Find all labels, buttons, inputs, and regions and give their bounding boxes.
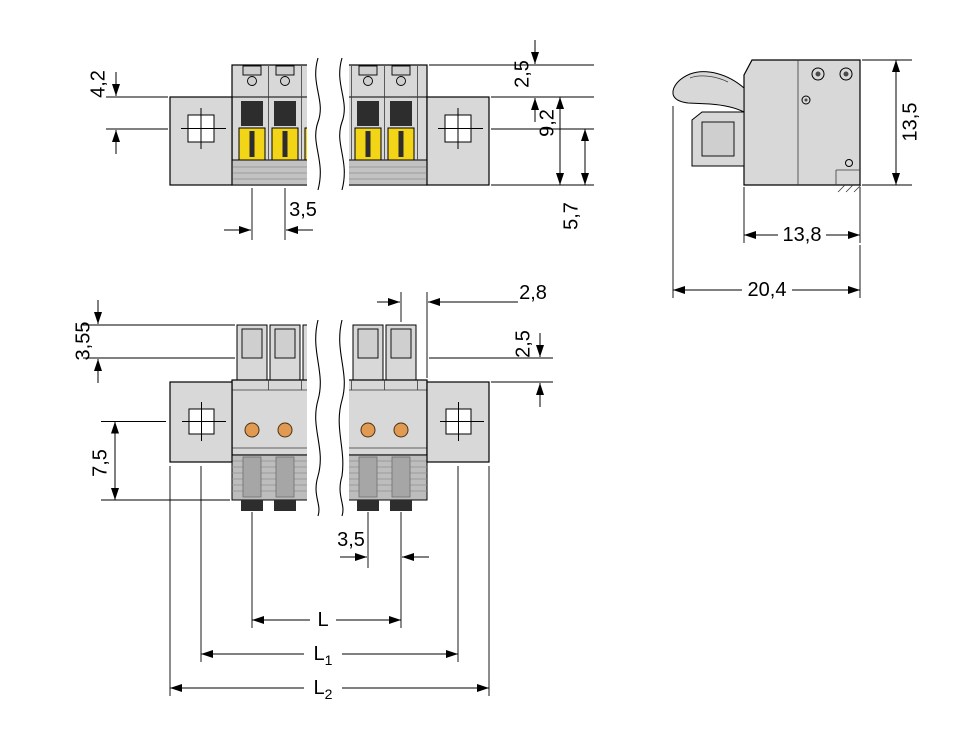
mounting-flange-left	[169, 381, 233, 463]
mounting-flange-right	[426, 96, 490, 186]
lower-jaw	[691, 111, 745, 167]
mounting-flange-left	[169, 96, 233, 186]
dim-3-5-bottom: 3,5	[337, 529, 365, 551]
side-view-dimensions: 13,5 13,8 20,4	[672, 59, 921, 301]
dim-2-5-bottom: 2,5	[512, 330, 534, 358]
dim-5-7: 5,7	[560, 202, 582, 230]
front-view-dimensions: 4,2 2,5 9,2 5,7 3,5	[87, 40, 594, 240]
pole	[271, 65, 299, 161]
contact-dot	[393, 422, 409, 438]
break-symbol	[307, 319, 349, 517]
side-view	[672, 59, 862, 193]
dim-2-8: 2,8	[519, 282, 547, 304]
pole	[387, 65, 415, 161]
front-view	[169, 57, 490, 191]
bottom-view	[169, 319, 490, 517]
dim-L: L	[317, 609, 328, 631]
dim-L1: L1	[314, 643, 333, 668]
contact-dot	[360, 422, 376, 438]
contact-dot	[244, 422, 260, 438]
dim-3-5-front: 3,5	[289, 199, 317, 221]
pole	[238, 65, 266, 161]
dim-4-2: 4,2	[87, 70, 109, 98]
dim-3-55: 3,55	[72, 322, 94, 361]
break-symbol	[307, 57, 349, 191]
dim-13-5: 13,5	[899, 103, 921, 142]
locking-lever	[672, 71, 745, 113]
dim-13-8: 13,8	[783, 224, 822, 246]
dim-L2: L2	[314, 677, 333, 702]
dim-9-2: 9,2	[536, 109, 558, 137]
bottom-view-dimensions: 3,55 7,5 2,8 2,5 3,5 L L1	[72, 282, 553, 702]
mounting-flange-right	[426, 381, 490, 463]
dim-7-5: 7,5	[89, 449, 111, 477]
dim-20-4: 20,4	[748, 279, 787, 301]
contact-dot	[277, 422, 293, 438]
pole	[354, 65, 382, 161]
dim-2-5-front: 2,5	[511, 60, 533, 88]
